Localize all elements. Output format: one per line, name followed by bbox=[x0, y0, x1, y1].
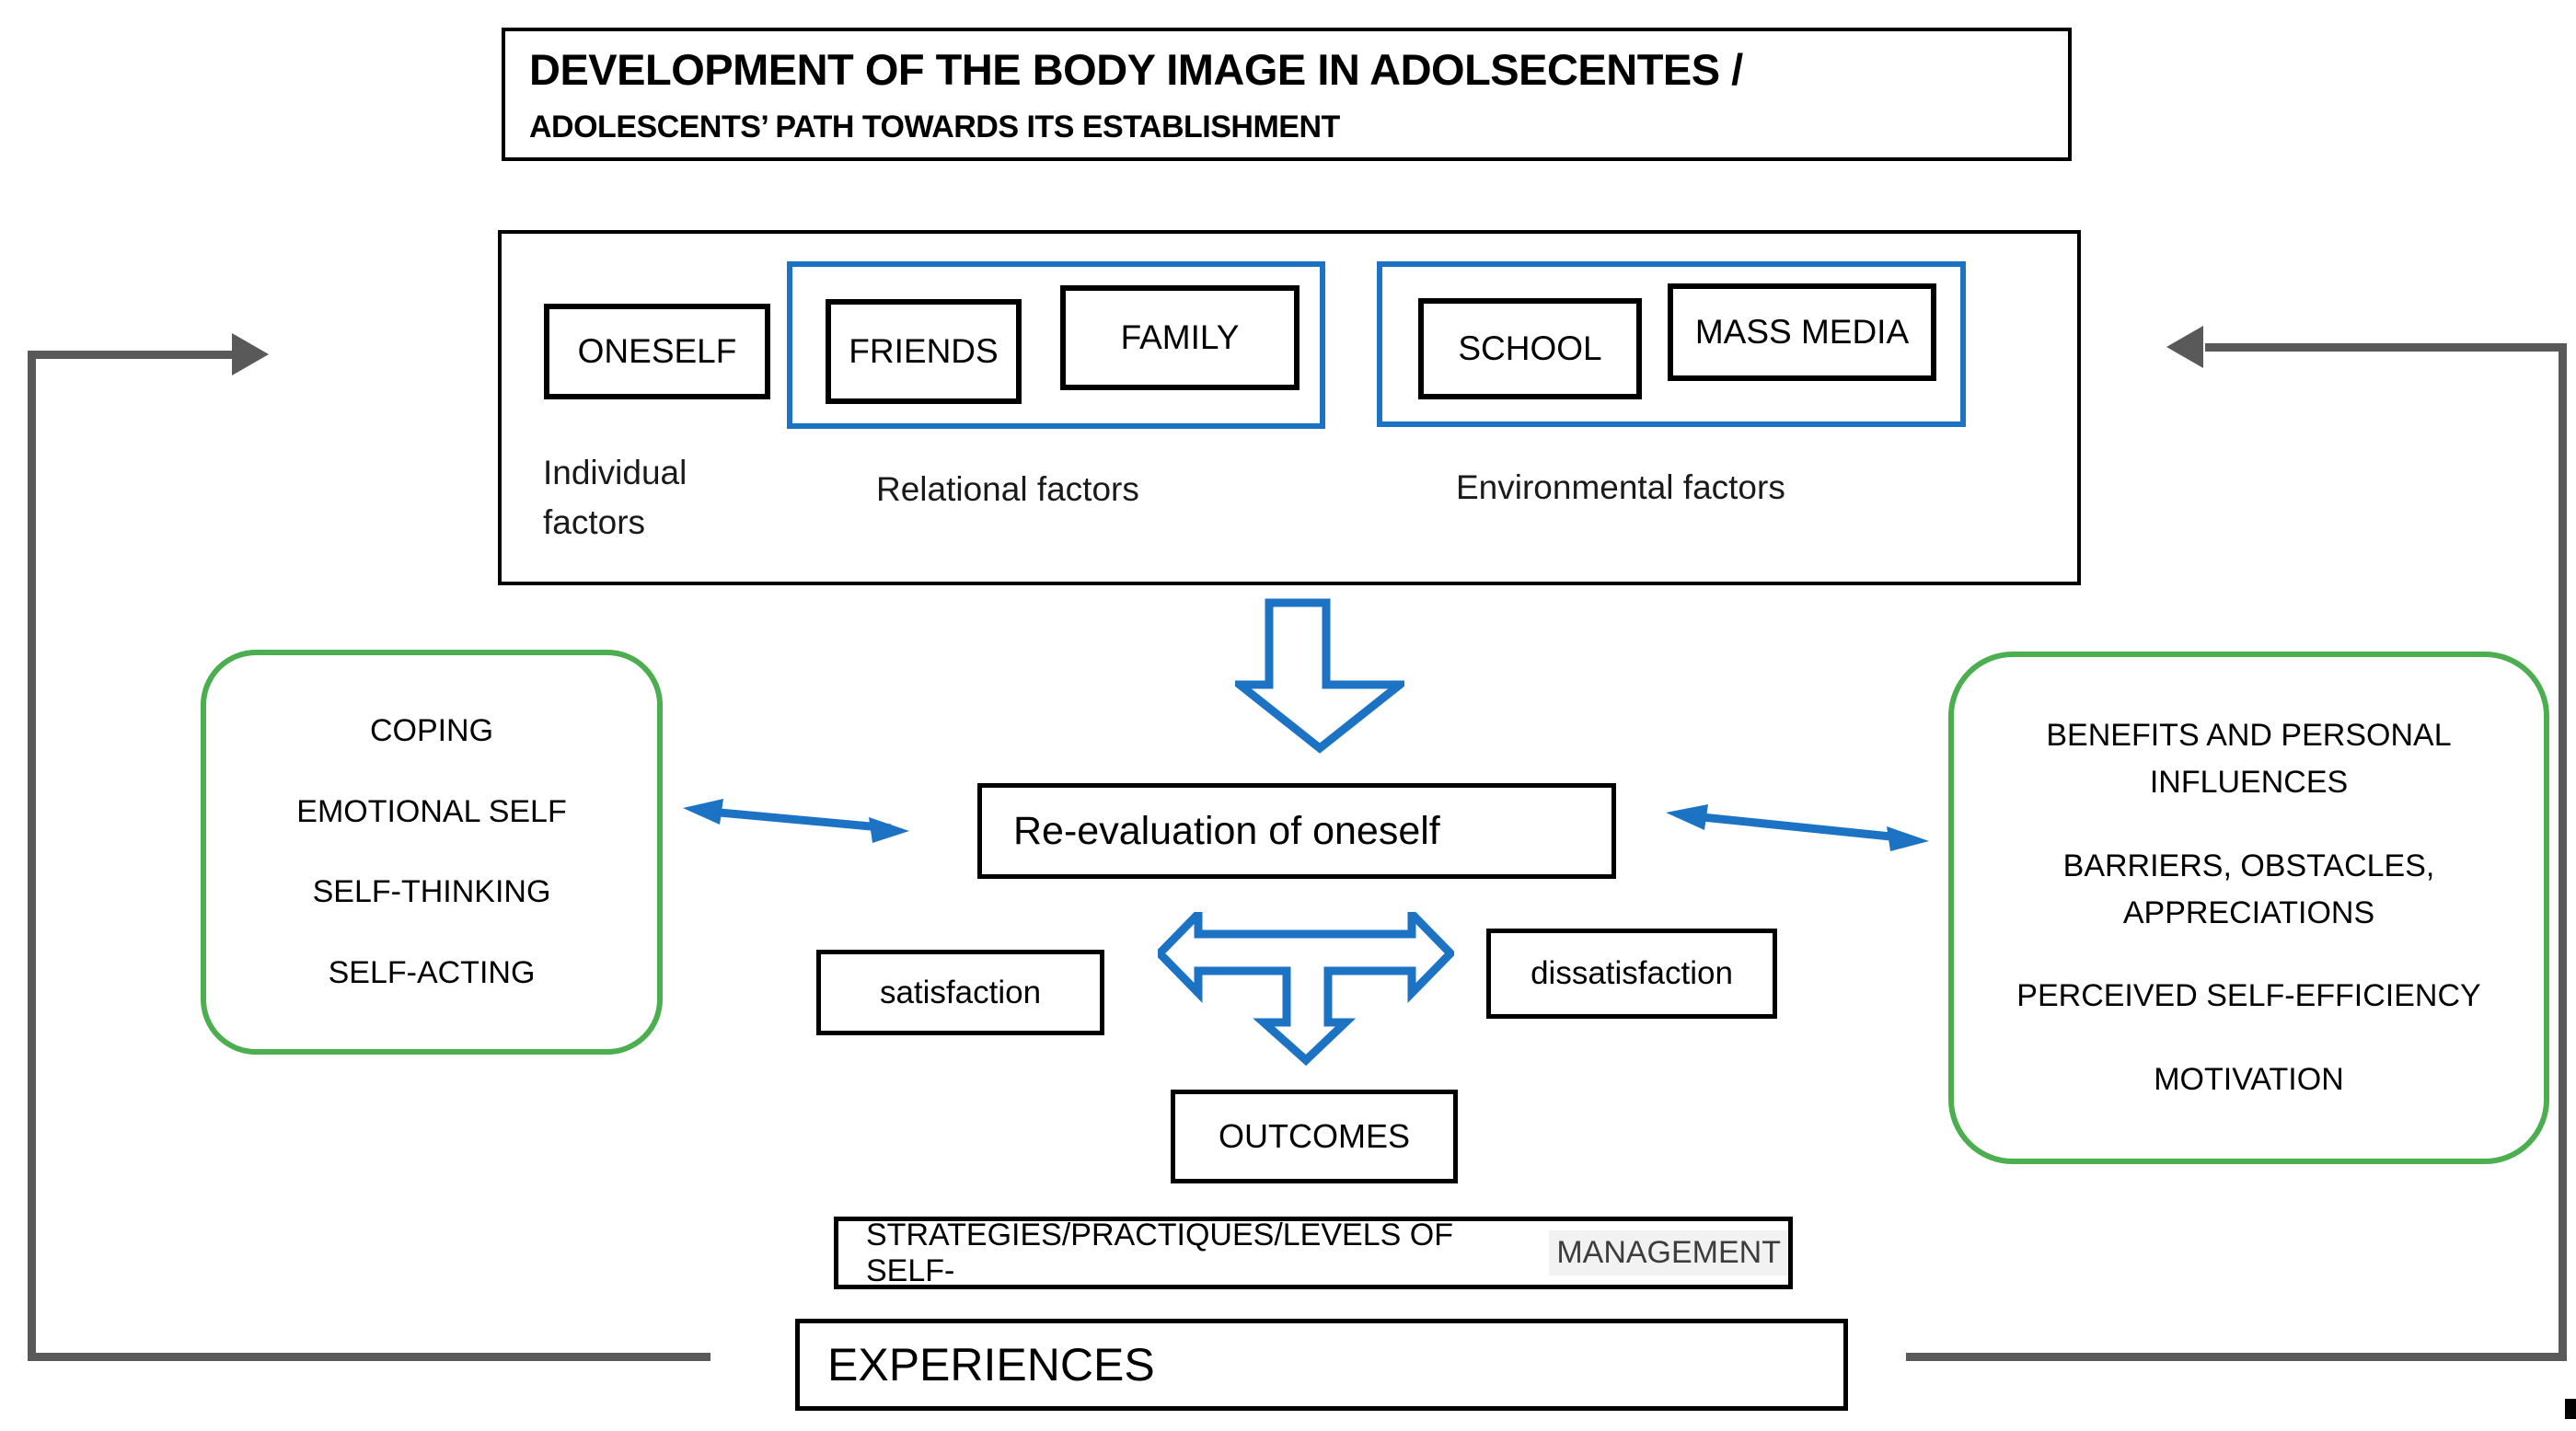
right-feedback-bottom-line bbox=[1906, 1353, 2567, 1361]
school-box: SCHOOL bbox=[1418, 298, 1642, 399]
right-outcomes-item-line: INFLUENCES bbox=[2149, 764, 2349, 800]
left-outcomes-item: EMOTIONAL SELF bbox=[296, 793, 567, 829]
individual-factors-label-line1: Individual bbox=[543, 454, 687, 491]
satisfaction-box: satisfaction bbox=[816, 950, 1104, 1035]
oneself-box: ONESELF bbox=[544, 304, 770, 399]
left-feedback-vertical-line bbox=[28, 351, 36, 1361]
strategies-text: STRATEGIES/PRACTIQUES/LEVELS OF SELF- bbox=[866, 1217, 1453, 1288]
mass-media-box: MASS MEDIA bbox=[1668, 283, 1936, 381]
environmental-factors-label: Environmental factors bbox=[1456, 468, 1785, 506]
strategies-box: STRATEGIES/PRACTIQUES/LEVELS OF SELF- MAN… bbox=[834, 1217, 1793, 1289]
friends-box: FRIENDS bbox=[826, 299, 1022, 404]
family-box: FAMILY bbox=[1060, 285, 1300, 390]
right-outcomes-box: BENEFITS AND PERSONAL INFLUENCES BARRIER… bbox=[1948, 652, 2549, 1164]
left-outcomes-item: COPING bbox=[369, 712, 494, 748]
outcomes-box: OUTCOMES bbox=[1171, 1090, 1458, 1183]
three-way-arrow-icon bbox=[1158, 912, 1454, 1067]
right-outcomes-item-line: BENEFITS AND PERSONAL bbox=[2046, 717, 2452, 753]
title-line2: ADOLESCENTS’ PATH TOWARDS ITS ESTABLISHM… bbox=[529, 109, 1340, 144]
down-arrow-icon bbox=[1235, 598, 1404, 754]
right-outcomes-item: BENEFITS AND PERSONAL INFLUENCES bbox=[1963, 712, 2535, 806]
corner-mark bbox=[2565, 1399, 2576, 1419]
relational-factors-label: Relational factors bbox=[876, 470, 1139, 508]
left-double-arrow-icon bbox=[683, 799, 909, 843]
right-outcomes-item-line: APPRECIATIONS bbox=[2122, 894, 2375, 930]
strategies-highlighted-text: MANAGEMENT bbox=[1549, 1230, 1788, 1275]
individual-factors-label-line2: factors bbox=[543, 502, 646, 541]
dissatisfaction-box: dissatisfaction bbox=[1486, 929, 1777, 1019]
left-outcomes-item: SELF-ACTING bbox=[328, 955, 536, 991]
left-feedback-arrowhead-icon bbox=[232, 333, 269, 375]
left-outcomes-box: COPING EMOTIONAL SELF SELF-THINKING SELF… bbox=[201, 650, 663, 1055]
right-outcomes-item-line: BARRIERS, OBSTACLES, bbox=[2062, 848, 2435, 883]
left-feedback-top-line bbox=[28, 351, 234, 359]
left-feedback-bottom-line bbox=[28, 1353, 710, 1361]
right-feedback-top-line bbox=[2205, 343, 2567, 352]
experiences-box: EXPERIENCES bbox=[795, 1319, 1848, 1411]
right-feedback-vertical-line bbox=[2559, 343, 2567, 1361]
right-outcomes-item: PERCEIVED SELF-EFFICIENCY bbox=[2016, 978, 2481, 1014]
right-feedback-arrowhead-icon bbox=[2166, 326, 2203, 368]
title-box: DEVELOPMENT OF THE BODY IMAGE IN ADOLSEC… bbox=[502, 28, 2072, 161]
right-outcomes-item: BARRIERS, OBSTACLES, APPRECIATIONS bbox=[1963, 843, 2535, 937]
re-evaluation-box: Re-evaluation of oneself bbox=[977, 783, 1616, 879]
left-outcomes-item: SELF-THINKING bbox=[312, 874, 551, 910]
right-double-arrow-icon bbox=[1666, 804, 1929, 851]
right-outcomes-item: MOTIVATION bbox=[2154, 1062, 2344, 1098]
title-line1: DEVELOPMENT OF THE BODY IMAGE IN ADOLSEC… bbox=[529, 44, 1743, 94]
individual-factors-label: Individual factors bbox=[543, 448, 687, 547]
